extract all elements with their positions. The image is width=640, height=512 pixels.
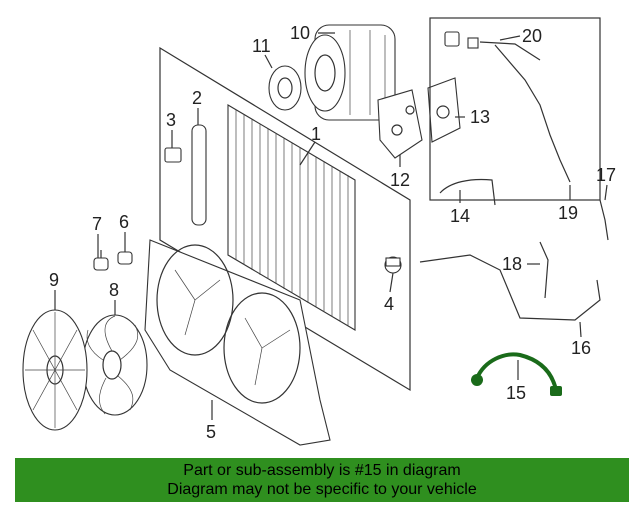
- parts-diagram: 1 2 3 4 5 6 7 8 9 10 11 12 13 14 15 16 1…: [22, 17, 616, 446]
- callout-7: 7: [92, 214, 102, 234]
- banner-line-1: Part or sub-assembly is #15 in diagram: [183, 462, 461, 479]
- sensor-17-part[interactable]: [599, 199, 609, 241]
- hose-14-part[interactable]: [439, 178, 496, 206]
- bracket-13-part[interactable]: [427, 77, 461, 143]
- callout-16: 16: [571, 338, 591, 358]
- callout-13: 13: [470, 107, 490, 127]
- callout-20: 20: [522, 26, 542, 46]
- callout-11: 11: [252, 36, 271, 56]
- callout-8: 8: [109, 280, 119, 300]
- pressure-switch-part[interactable]: [384, 256, 402, 274]
- bracket-part[interactable]: [164, 147, 182, 163]
- bracket-12-part[interactable]: [377, 89, 423, 159]
- hose-15-highlighted-part[interactable]: [471, 352, 562, 396]
- leader-lines: [54, 32, 608, 420]
- callout-4: 4: [384, 294, 394, 314]
- notice-banner: Part or sub-assembly is #15 in diagram D…: [15, 458, 629, 502]
- callout-5: 5: [206, 422, 216, 442]
- callout-18: 18: [502, 254, 522, 274]
- callout-19: 19: [558, 203, 578, 223]
- fan-shroud-part[interactable]: [144, 239, 331, 446]
- fan-blade-part[interactable]: [82, 314, 148, 416]
- compressor-part[interactable]: [304, 24, 396, 121]
- banner-line-2: Diagram may not be specific to your vehi…: [167, 481, 477, 498]
- callout-9: 9: [49, 270, 59, 290]
- callout-12: 12: [390, 170, 410, 190]
- line-19-part[interactable]: [429, 17, 601, 201]
- callout-17: 17: [596, 165, 616, 185]
- callout-1: 1: [311, 124, 321, 144]
- callout-14: 14: [450, 206, 470, 226]
- nut-part[interactable]: [117, 251, 133, 265]
- callout-2: 2: [192, 88, 202, 108]
- callout-15: 15: [506, 383, 526, 403]
- line-16-part[interactable]: [419, 254, 601, 321]
- clutch-part[interactable]: [268, 65, 302, 111]
- bolt-part[interactable]: [93, 250, 109, 271]
- line-18-part[interactable]: [539, 241, 549, 299]
- condenser-panel: [159, 46, 411, 392]
- condenser-part[interactable]: [227, 104, 356, 331]
- callout-3: 3: [166, 110, 176, 130]
- receiver-drier-part[interactable]: [191, 124, 207, 226]
- fan-motor-part[interactable]: [22, 309, 88, 431]
- callout-10: 10: [290, 23, 310, 43]
- callout-6: 6: [119, 212, 129, 232]
